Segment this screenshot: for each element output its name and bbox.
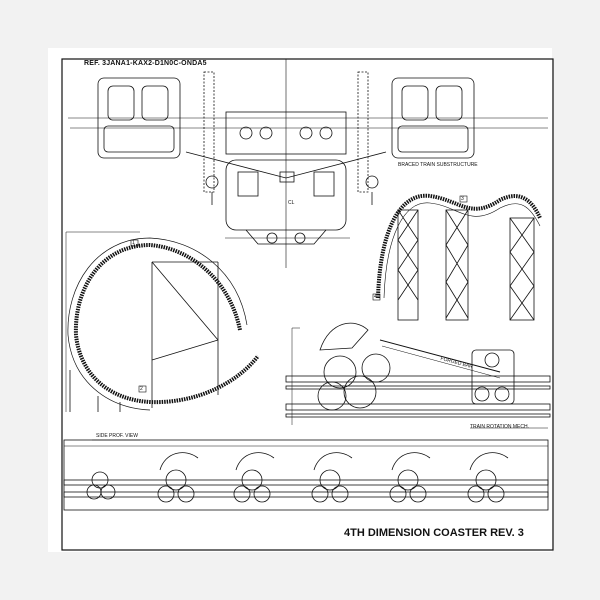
side-car-3: [233, 452, 275, 503]
reference-code: REF. 3JANA1-KAX2-D1N0C-ONDA5: [84, 60, 207, 67]
side-profile-view: [63, 439, 549, 511]
loop-track-element: [65, 231, 260, 412]
center-line-label: CL: [288, 200, 295, 206]
side-car-1: [86, 471, 116, 500]
side-car-5: [389, 452, 431, 503]
callout-1: 1: [132, 240, 135, 246]
braced-train-label: BRACED TRAIN SUBSTRUCTURE: [398, 162, 478, 168]
side-car-2: [157, 452, 199, 503]
callout-4: 4: [374, 294, 377, 300]
tower-track-element: [372, 193, 542, 321]
sheet-title: 4TH DIMENSION COASTER REV. 3: [344, 527, 524, 539]
side-car-4: [311, 452, 353, 503]
rotation-mech-label: TRAIN ROTATION MECH.: [470, 424, 529, 430]
front-view-train: [68, 59, 548, 268]
drawing-frame: [61, 58, 554, 551]
rotation-mechanism: [285, 322, 551, 429]
callout-2: 2: [140, 386, 143, 392]
side-car-6: [467, 452, 509, 503]
callout-3: 3: [461, 196, 464, 202]
side-prof-label: SIDE PROF. VIEW: [96, 433, 138, 439]
